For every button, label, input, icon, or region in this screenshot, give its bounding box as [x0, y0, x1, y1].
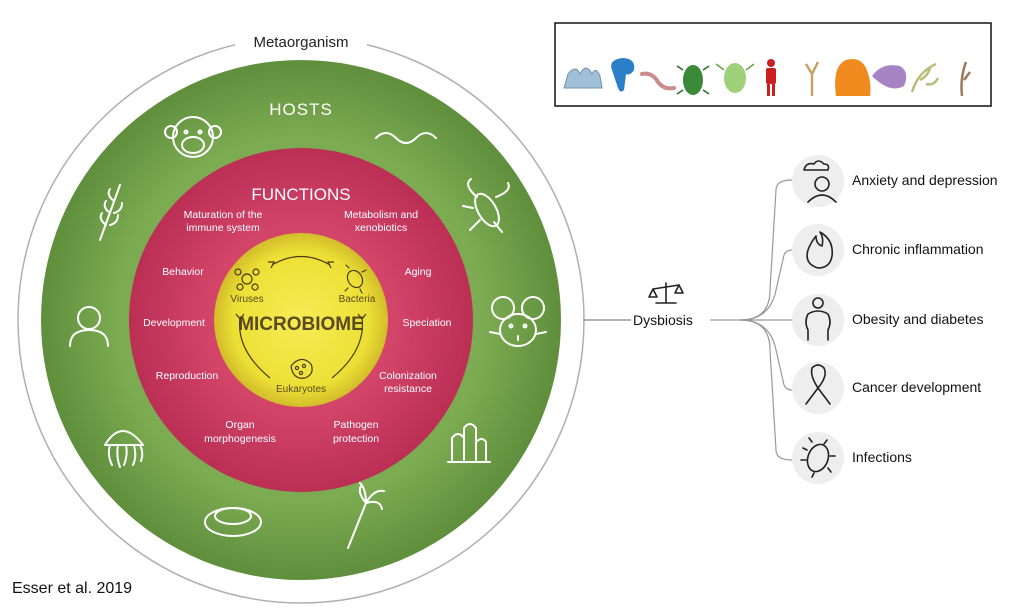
outcome-obesity: Obesity and diabetes [852, 311, 984, 327]
balance-scale-icon [648, 282, 684, 304]
function-colonization-line1: Colonization [379, 370, 437, 382]
citation: Esser et al. 2019 [12, 580, 132, 597]
coral-icon [447, 423, 491, 463]
pathogen-icon [800, 437, 836, 478]
fly-icon [462, 178, 510, 233]
grass-image [960, 61, 971, 97]
infections-icon-bg [792, 432, 844, 484]
dysbiosis-label: Dysbiosis [633, 312, 693, 328]
function-aging: Aging [405, 266, 432, 278]
outcome-inflammation: Chronic inflammation [852, 241, 984, 257]
bacteria-icon [344, 264, 367, 294]
human-icon [69, 306, 109, 347]
function-immune-maturation-line2: immune system [186, 222, 260, 234]
chimpanzee-icon [164, 116, 222, 158]
functions-label: FUNCTIONS [251, 185, 350, 204]
function-colonization-line2: resistance [384, 383, 432, 395]
obesity-icon-bg [792, 294, 844, 346]
eukaryotes-label: Eukaryotes [276, 384, 326, 395]
oyster-icon [204, 507, 262, 537]
worm-icon [375, 132, 437, 144]
anxiety-icon [803, 160, 837, 203]
seaweed-image [910, 62, 940, 93]
oyster-image [872, 65, 907, 89]
plant-root-image [804, 61, 820, 96]
virus-icon [234, 268, 260, 291]
function-pathogen-protection-line1: Pathogen [334, 419, 379, 431]
function-pathogen-protection-line2: protection [333, 433, 379, 445]
coral-image [563, 67, 603, 89]
outcome-branches [710, 179, 793, 461]
outcome-cancer: Cancer development [852, 379, 981, 395]
hydra-image [611, 58, 635, 92]
anxiety-icon-bg [792, 155, 844, 207]
function-development: Development [143, 317, 205, 329]
sponge-image [835, 59, 871, 96]
hosts-label: HOSTS [269, 100, 333, 119]
function-reproduction: Reproduction [156, 370, 219, 382]
function-immune-maturation-line1: Maturation of the [184, 209, 263, 221]
inflammation-icon-bg [792, 224, 844, 276]
metaorganism-label: Metaorganism [253, 34, 348, 51]
cicada-image [715, 63, 755, 93]
worm-image [640, 71, 676, 91]
function-behavior: Behavior [162, 266, 204, 278]
flame-icon [806, 231, 834, 269]
function-organ-morphogenesis-line2: morphogenesis [204, 433, 276, 445]
microbe-cycle-arrows [235, 256, 367, 379]
jellyfish-icon [104, 430, 144, 468]
obese-person-icon [805, 297, 831, 341]
viruses-label: Viruses [230, 294, 263, 305]
eukaryote-icon [290, 358, 313, 379]
outcome-infections: Infections [852, 449, 912, 465]
beetle-image [676, 65, 710, 95]
microbiome-label: MICROBIOME [238, 314, 364, 335]
function-metabolism-line2: xenobiotics [355, 222, 408, 234]
outcome-anxiety: Anxiety and depression [852, 172, 998, 188]
mouse-icon [489, 296, 547, 347]
function-organ-morphogenesis-line1: Organ [225, 419, 254, 431]
function-speciation: Speciation [402, 317, 451, 329]
microbiome-core [214, 233, 388, 407]
plant-icon [347, 482, 385, 549]
wheat-icon [99, 184, 123, 241]
function-metabolism-line1: Metabolism and [344, 209, 418, 221]
organism-image-strip [554, 22, 992, 107]
human-image [766, 59, 776, 96]
bacteria-label: Bacteria [339, 294, 376, 305]
cancer-ribbon-icon [805, 364, 831, 405]
